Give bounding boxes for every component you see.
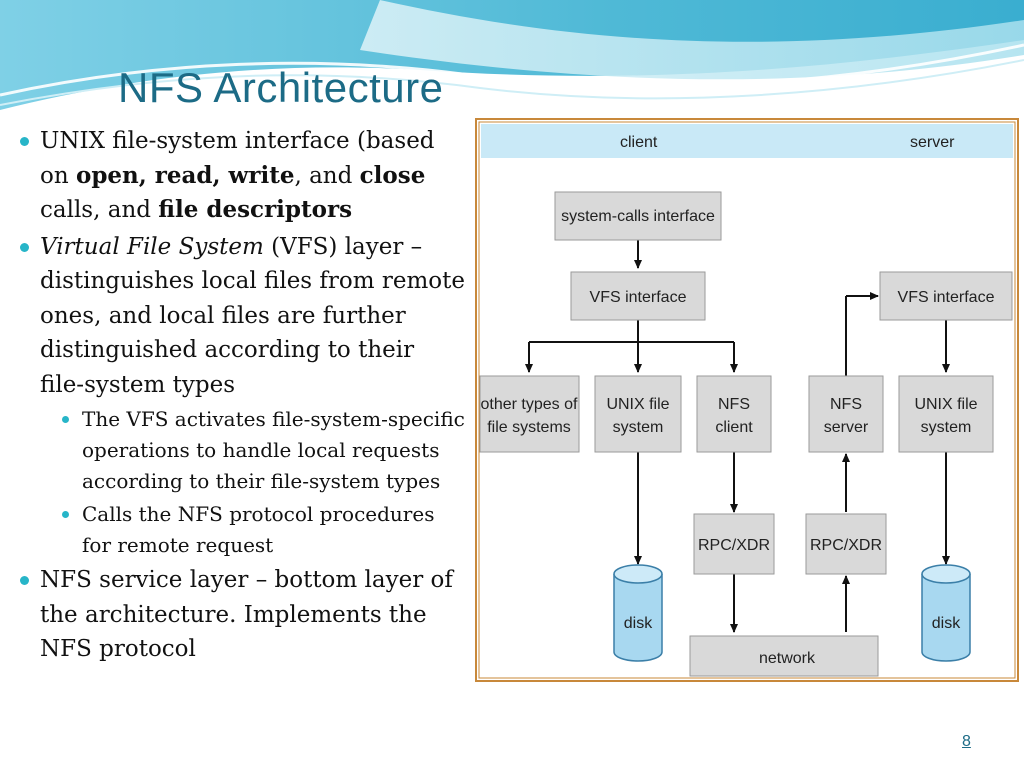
bold-comma: , (138, 161, 155, 189)
bullet-text: , and (294, 162, 360, 189)
server-label: server (910, 134, 955, 151)
vfs-client-label: VFS interface (590, 289, 687, 306)
header-band (481, 124, 1013, 158)
unix-fs-server-box: UNIX file system (898, 375, 994, 453)
network-box: network (689, 635, 879, 677)
unix-server-label: UNIX file (914, 396, 977, 413)
rpc-server-label: RPC/XDR (810, 537, 882, 554)
page-number[interactable]: 8 (962, 733, 971, 750)
disk-server-label: disk (932, 615, 961, 632)
bold-close: close (359, 161, 426, 189)
bold-open: open (75, 161, 139, 189)
italic-vfs: Virtual File System (40, 233, 264, 260)
vfs-interface-client-box: VFS interface (570, 271, 706, 321)
bullet-text: (VFS) layer – distinguishes local files … (40, 233, 466, 398)
unix-client-label: system (613, 419, 664, 436)
other-types-label: file systems (487, 419, 571, 436)
subbullet-vfs-activates: The VFS activates file-system-specific o… (62, 404, 465, 497)
nfs-client-box: NFS client (696, 375, 772, 453)
bullet-nfs-service-layer: NFS service layer – bottom layer of the … (20, 563, 465, 667)
client-label: client (620, 134, 658, 151)
vfs-interface-server-box: VFS interface (879, 271, 1013, 321)
nfs-server-box: NFS server (808, 375, 884, 453)
disk-client-label: disk (624, 615, 653, 632)
bold-write: write (228, 161, 295, 189)
bullet-text: calls, and (40, 197, 159, 223)
bullet-list: UNIX file-system interface (based on ope… (20, 124, 465, 669)
subbullet-nfs-protocol: Calls the NFS protocol procedures for re… (62, 499, 465, 561)
nfs-client-label: client (715, 419, 753, 436)
nfs-architecture-diagram: client server system-calls interface VFS… (475, 118, 1019, 682)
unix-server-label: system (921, 419, 972, 436)
other-file-systems-box: other types of file systems (479, 375, 580, 453)
rpc-client-label: RPC/XDR (698, 537, 770, 554)
bullet-vfs-layer: Virtual File System (VFS) layer – distin… (20, 230, 465, 403)
vfs-server-label: VFS interface (898, 289, 995, 306)
unix-client-label: UNIX file (606, 396, 669, 413)
system-calls-interface-box: system-calls interface (554, 191, 722, 241)
bold-file-descriptors: file descriptors (158, 196, 353, 223)
nfs-client-label: NFS (718, 396, 750, 413)
slide-title: NFS Architecture (118, 64, 444, 111)
disk-client-icon: disk (613, 564, 663, 662)
bullet-unix-interface: UNIX file-system interface (based on ope… (20, 124, 465, 228)
bullet-text: UNIX file-system interface (based on (40, 128, 435, 189)
network-label: network (759, 650, 816, 667)
disk-server-icon: disk (921, 564, 971, 662)
other-types-label: other types of (481, 396, 579, 413)
rpc-xdr-server-box: RPC/XDR (805, 513, 887, 575)
nfs-server-label: server (824, 419, 869, 436)
system-calls-label: system-calls interface (561, 208, 715, 225)
bold-read: read (154, 161, 213, 189)
rpc-xdr-client-box: RPC/XDR (693, 513, 775, 575)
unix-fs-client-box: UNIX file system (594, 375, 682, 453)
header-swoosh-decoration (0, 0, 1024, 110)
bold-comma: , (212, 161, 229, 189)
nfs-server-label: NFS (830, 396, 862, 413)
